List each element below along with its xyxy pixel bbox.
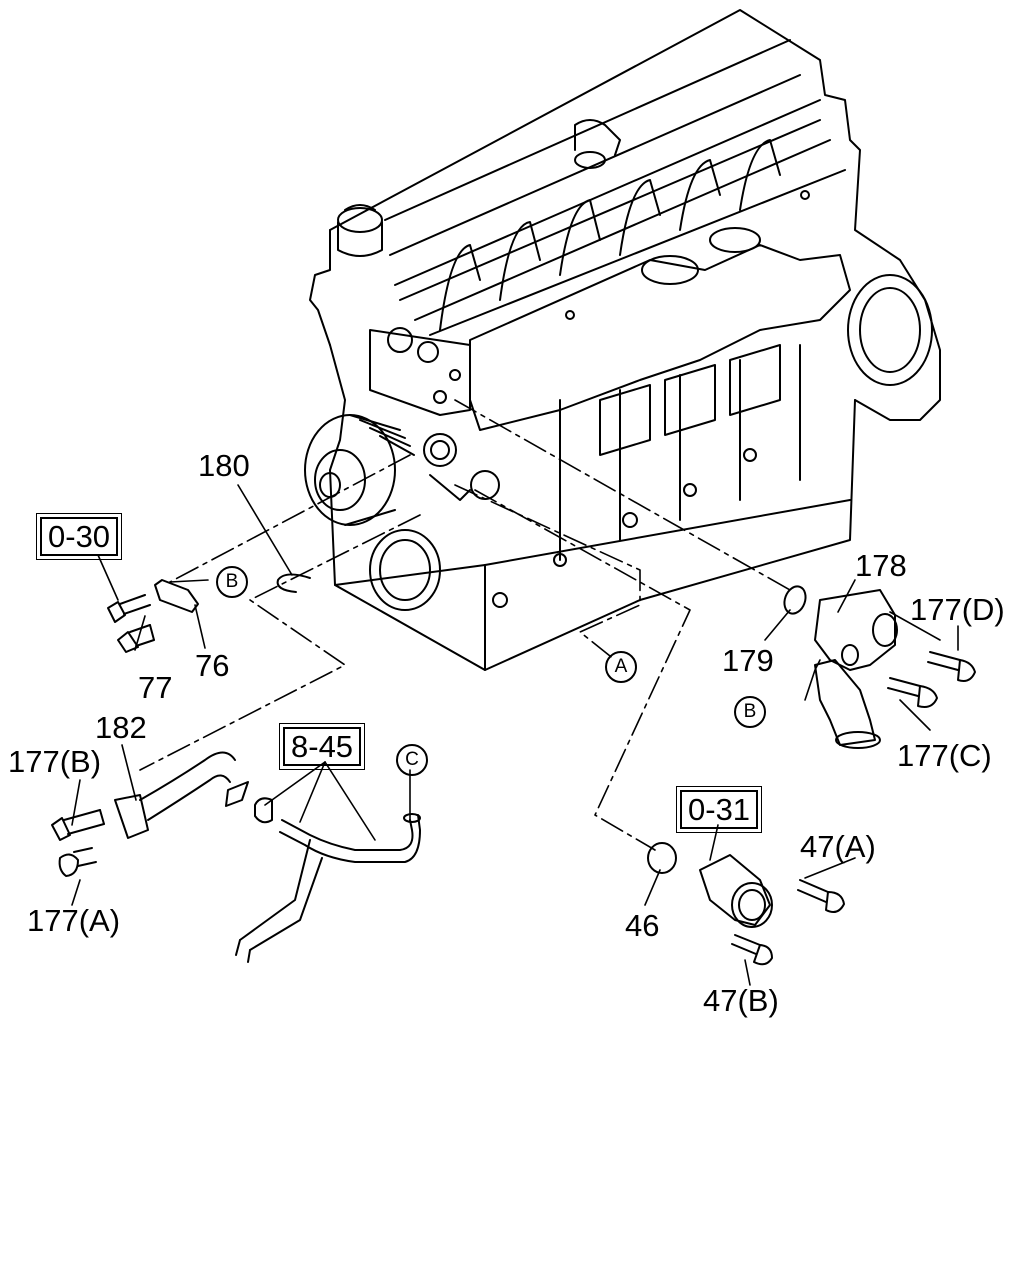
bolt-77-shape <box>117 624 155 653</box>
bolt-47b-shape <box>731 934 773 966</box>
connection-marker-a: A <box>605 651 637 683</box>
bracket-76-shape <box>154 579 199 613</box>
part-label-46: 46 <box>625 908 660 943</box>
engine-block-drawing <box>304 9 941 671</box>
bolt-177a-shape <box>58 847 97 877</box>
bolt-47a-shape <box>797 879 845 913</box>
page-reference-8-45[interactable]: 8-45 <box>278 723 366 770</box>
page-reference-0-30[interactable]: 0-30 <box>35 513 123 560</box>
part-label-47a: 47(A) <box>800 829 876 864</box>
bolt-0-30-shape <box>107 594 151 623</box>
part-label-47b: 47(B) <box>703 983 779 1018</box>
part-label-76: 76 <box>195 648 230 683</box>
o-ring-179-shape <box>783 585 807 615</box>
outlet-0-31-shape <box>699 854 773 928</box>
bolt-177b-shape <box>51 809 105 841</box>
connection-marker-b-left: B <box>216 566 248 598</box>
pipe-8-45-shape <box>235 797 421 963</box>
bolt-177c-shape <box>887 677 938 708</box>
part-label-77: 77 <box>138 670 173 705</box>
part-label-177a: 177(A) <box>27 903 121 938</box>
o-ring-46-shape <box>647 842 677 874</box>
part-label-177d: 177(D) <box>910 592 1005 627</box>
bolt-177d-shape <box>927 651 976 682</box>
part-label-178: 178 <box>855 548 907 583</box>
part-label-177c: 177(C) <box>897 738 992 773</box>
part-label-177b: 177(B) <box>8 744 102 779</box>
page-reference-0-31[interactable]: 0-31 <box>675 786 763 833</box>
clip-180-shape <box>276 573 311 593</box>
connection-marker-c: C <box>396 744 428 776</box>
part-label-179: 179 <box>722 643 774 678</box>
part-label-182: 182 <box>95 710 147 745</box>
leader-lines <box>139 399 791 851</box>
part-label-180: 180 <box>198 448 250 483</box>
housing-178-shape <box>814 589 898 749</box>
connection-marker-b-right: B <box>734 696 766 728</box>
hose-182-shape <box>114 751 249 839</box>
